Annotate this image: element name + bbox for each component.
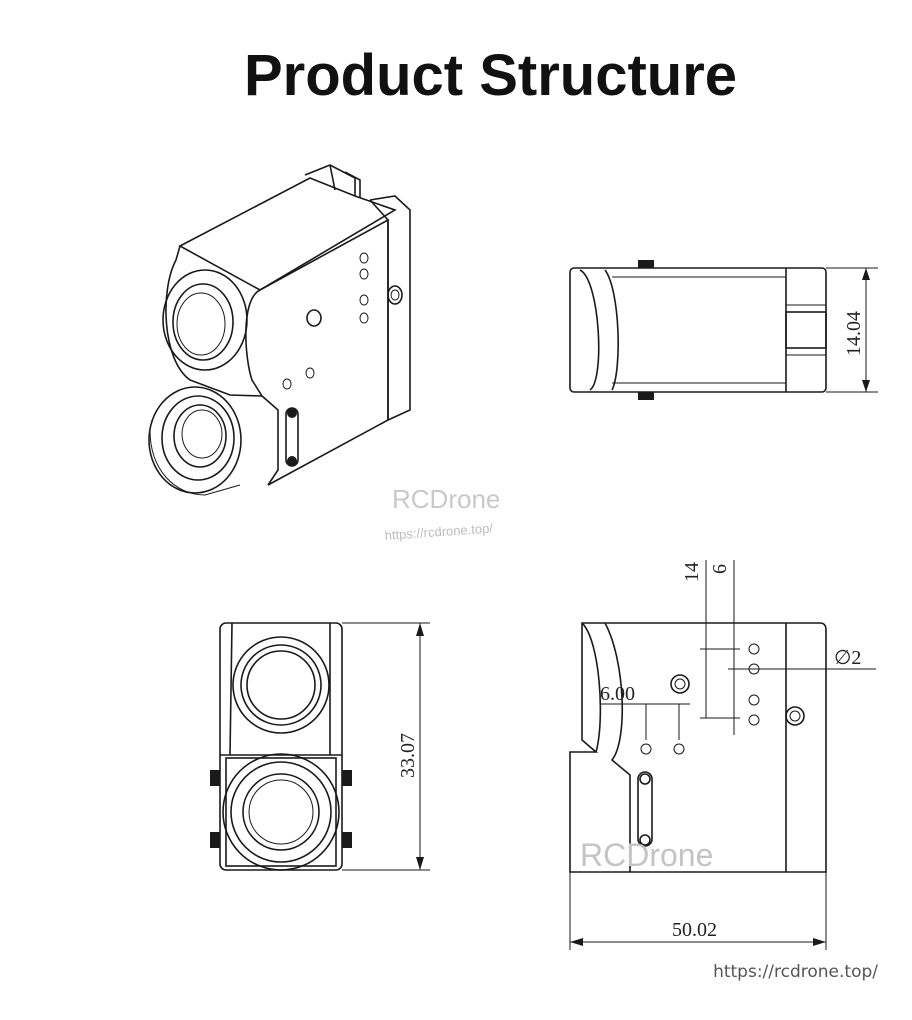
dim-hole-offset-b: 6: [709, 564, 731, 574]
dim-side-height: 14.04: [843, 311, 865, 356]
dim-front-height: 33.07: [397, 733, 419, 778]
dim-body-width: 50.02: [672, 919, 717, 941]
front-view: [210, 622, 430, 871]
page-title-text: Product Structure: [244, 43, 738, 108]
watermark-url: https://rcdrone.top/: [384, 520, 494, 543]
isometric-view: [148, 164, 411, 496]
footer-url: https://rcdrone.top/: [713, 962, 878, 982]
dim-hole-spacing: 6.00: [600, 683, 635, 705]
watermark-overlay: RCDrone: [580, 837, 713, 873]
rear-view: [569, 560, 876, 950]
dim-hole-diameter: ∅2: [834, 647, 861, 669]
watermark-brand: RCDrone: [392, 484, 500, 514]
side-view: [569, 260, 878, 400]
dim-hole-offset-a: 14: [681, 562, 703, 582]
